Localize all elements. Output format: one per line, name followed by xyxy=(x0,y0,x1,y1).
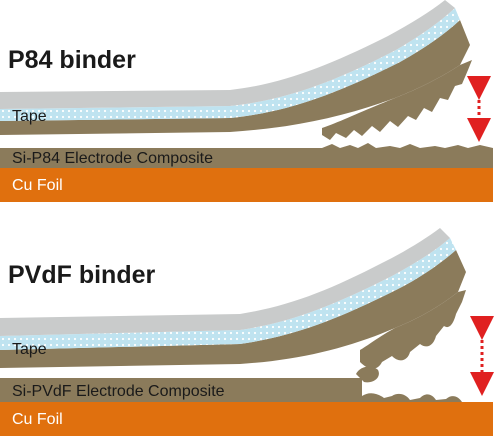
composite-clump xyxy=(356,366,379,383)
cu-foil-label: Cu Foil xyxy=(12,177,63,194)
composite-residue-blobs xyxy=(362,393,462,402)
composite-base-left xyxy=(0,148,322,168)
composite-residue-right xyxy=(322,148,493,168)
adhesive-dotted-layer xyxy=(0,8,460,121)
composite-peeled-teeth xyxy=(360,290,466,369)
tape-label: Tape xyxy=(12,341,47,358)
panel-pvdf: PVdF binder Tape Si-PVdF Electrode Compo… xyxy=(0,228,494,436)
tape-layer xyxy=(0,0,455,109)
composite-label: Si-P84 Electrode Composite xyxy=(12,150,213,167)
panel-p84: P84 binder Tape Si-P84 Electrode Composi… xyxy=(0,0,493,202)
panel-title: PVdF binder xyxy=(8,261,156,289)
tape-layer xyxy=(0,228,450,336)
cu-foil-label: Cu Foil xyxy=(12,411,63,428)
composite-peeled-layer xyxy=(0,20,470,135)
tape-label: Tape xyxy=(12,108,47,125)
cu-foil-layer xyxy=(0,402,493,436)
composite-label: Si-PVdF Electrode Composite xyxy=(12,383,225,400)
composite-base-left xyxy=(0,378,362,402)
composite-residue-teeth xyxy=(322,143,493,148)
composite-peeled-teeth xyxy=(322,60,472,140)
adhesive-dotted-layer xyxy=(0,238,456,350)
cu-foil-layer xyxy=(0,168,493,202)
panel-title: P84 binder xyxy=(8,46,136,74)
composite-peeled-layer xyxy=(0,250,466,368)
